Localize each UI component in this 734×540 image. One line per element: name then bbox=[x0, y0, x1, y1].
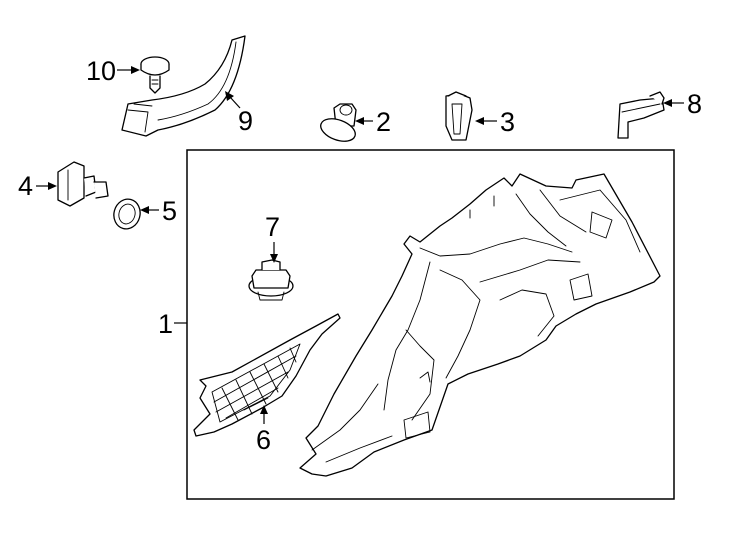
callout-9: 9 bbox=[238, 106, 253, 136]
callout-7: 7 bbox=[265, 212, 280, 242]
part-5-ring bbox=[113, 198, 141, 230]
part-8-bracket bbox=[617, 91, 665, 139]
callout-6: 6 bbox=[256, 425, 271, 455]
leader-2 bbox=[355, 117, 373, 125]
callout-10: 10 bbox=[86, 56, 116, 86]
part-2-grommet bbox=[320, 103, 357, 142]
part-6-storage-net bbox=[193, 313, 341, 437]
callout-1: 1 bbox=[158, 309, 173, 339]
callout-8: 8 bbox=[687, 89, 702, 119]
callout-2: 2 bbox=[376, 107, 391, 137]
leader-8 bbox=[663, 99, 684, 107]
part-10-push-pin bbox=[140, 56, 170, 94]
leader-6 bbox=[260, 405, 268, 424]
leader-3 bbox=[475, 117, 497, 125]
part-1-quarter-panel bbox=[299, 173, 661, 477]
callout-3: 3 bbox=[500, 107, 515, 137]
part-9-trim-strip bbox=[121, 35, 246, 137]
leader-5 bbox=[140, 206, 159, 214]
part-7-lamp-socket bbox=[248, 259, 294, 301]
leader-9 bbox=[225, 91, 241, 109]
leader-4 bbox=[36, 182, 57, 190]
leader-10 bbox=[117, 66, 140, 74]
leader-7 bbox=[270, 242, 278, 263]
assembly-frame bbox=[186, 149, 675, 500]
part-3-wire-clip bbox=[445, 91, 473, 141]
callout-4: 4 bbox=[18, 171, 33, 201]
callout-5: 5 bbox=[162, 196, 177, 226]
part-4-socket bbox=[57, 161, 109, 207]
